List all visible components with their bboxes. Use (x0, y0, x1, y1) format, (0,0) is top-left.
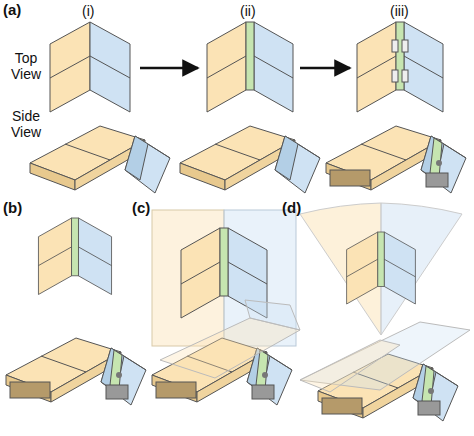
step-label: (iii) (390, 3, 409, 19)
hinge-details (392, 40, 408, 82)
view-label: Side View (4, 108, 48, 140)
top-view-iii (357, 22, 443, 112)
side-view-b (6, 338, 146, 405)
panel-label: (d) (282, 200, 301, 216)
fan-plane-side (300, 340, 400, 392)
step-label: (ii) (240, 3, 256, 19)
panel-label: (b) (3, 200, 22, 216)
step-arrow (300, 67, 350, 70)
extension-plane-side (160, 318, 300, 378)
top-view-d (347, 232, 416, 304)
top-view-i (50, 22, 130, 112)
side-view-iii (326, 126, 466, 193)
view-label: Top View (4, 50, 48, 82)
panel-label: (c) (132, 200, 150, 216)
step-arrow (140, 67, 198, 70)
side-view-ii (180, 126, 320, 193)
side-view-i (30, 126, 170, 193)
panel-label: (a) (3, 2, 21, 18)
top-view-b (38, 218, 111, 295)
step-label: (i) (82, 3, 94, 19)
extension-plane-side (245, 300, 300, 330)
top-view-ii (207, 22, 293, 112)
